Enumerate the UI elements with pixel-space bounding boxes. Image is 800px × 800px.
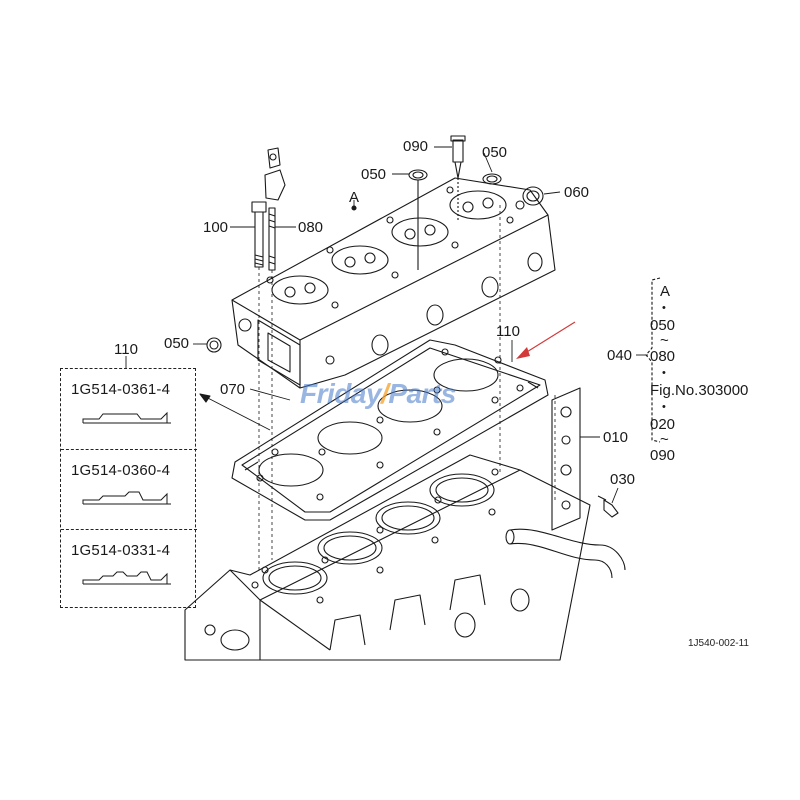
callout-060: 060	[564, 184, 590, 201]
engine-block	[184, 454, 626, 661]
callout-100: 100	[203, 219, 229, 236]
gasket-options-inset: 1G514-0361-4 1G514-0360-4 1G514-0331-4	[60, 368, 197, 609]
gasket-option: 1G514-0360-4	[61, 449, 197, 529]
part-number: 1G514-0361-4	[71, 381, 171, 398]
head-gasket	[231, 339, 549, 521]
part-number: 1G514-0360-4	[71, 462, 171, 479]
callout-110-inset: 110	[114, 341, 138, 358]
gasket-option: 1G514-0361-4	[61, 369, 197, 449]
callout-050-left: 050	[164, 335, 190, 352]
ref-tilde: ~	[660, 332, 669, 349]
gasket-option: 1G514-0331-4	[61, 529, 197, 609]
callout-050-right: 050	[482, 144, 508, 161]
lift-plate-010	[551, 387, 581, 531]
watermark-logo: Friday/Parts	[300, 378, 456, 409]
ref-item-050: 050	[650, 317, 676, 334]
bolt-030	[597, 495, 619, 518]
ref-item-fig: Fig.No.303000	[650, 382, 749, 399]
callout-090: 090	[403, 138, 429, 155]
callout-080: 080	[298, 219, 324, 236]
leader-lines	[125, 146, 648, 504]
ref-item-080: 080	[650, 348, 676, 365]
callout-a: A	[349, 189, 360, 206]
ref-tilde: ~	[660, 431, 669, 448]
reference-brace	[645, 277, 661, 443]
callout-050-top: 050	[361, 166, 387, 183]
gasket-profile-icon	[82, 491, 171, 505]
callout-010: 010	[603, 429, 629, 446]
head-bolt-100	[251, 201, 267, 268]
figure-code: 1J540-002-11	[688, 638, 749, 649]
callout-030: 030	[610, 471, 636, 488]
stud-080	[268, 207, 276, 271]
ref-dot: •	[662, 401, 666, 413]
ref-dot: •	[662, 302, 666, 314]
gasket-profile-icon	[82, 571, 171, 585]
cylinder-head	[231, 177, 556, 389]
gasket-profile-icon	[82, 411, 171, 424]
part-number: 1G514-0331-4	[71, 542, 171, 559]
alignment-lines	[258, 205, 556, 570]
inset-arrowhead	[199, 393, 211, 403]
washer-050-left	[206, 337, 222, 353]
reference-group: A • 050 ~ 080 • Fig.No.303000 • 020 ~ 09…	[650, 282, 760, 465]
callout-040: 040	[607, 347, 633, 364]
point-a-dot	[351, 205, 357, 211]
glow-plug-part	[450, 135, 466, 222]
washer-050-right	[482, 173, 502, 185]
ref-item-020: 020	[650, 416, 676, 433]
rocker-bracket	[264, 147, 286, 201]
washer-050-top	[408, 169, 428, 270]
callout-070: 070	[220, 381, 246, 398]
ref-item-a: A	[660, 283, 671, 300]
ref-dot: •	[662, 367, 666, 379]
callout-110-gasket: 110	[496, 323, 520, 340]
highlight-arrow	[516, 321, 576, 359]
ref-item-090: 090	[650, 447, 676, 464]
plug-060	[522, 186, 544, 206]
